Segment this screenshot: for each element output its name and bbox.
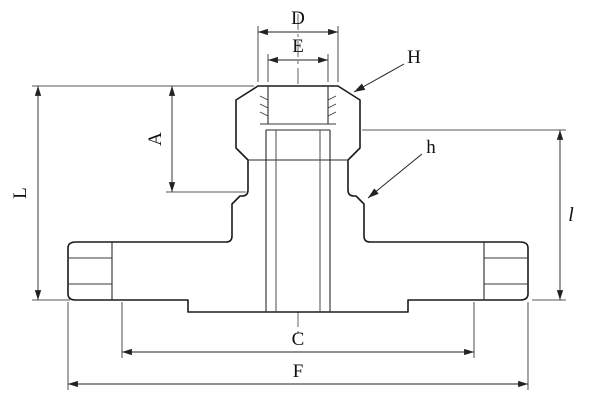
dim-label-nut-height: A <box>145 132 166 146</box>
callout-h: h <box>367 137 436 199</box>
dimension-A: A <box>145 86 246 193</box>
nut-internal-detail <box>248 86 348 161</box>
tube-bore-lines <box>265 129 331 312</box>
callout-label-nut: H <box>407 47 421 68</box>
dim-label-top-outer-width: D <box>291 8 305 29</box>
dim-label-bolt-circle-width: C <box>292 329 305 350</box>
dim-label-overall-height: L <box>10 187 31 199</box>
dimension-L: L <box>10 85 254 301</box>
callout-H: H <box>353 47 421 93</box>
dim-label-top-inner-width: E <box>292 36 304 57</box>
flange-hub-lines <box>68 242 528 300</box>
dimension-F: F <box>67 302 529 390</box>
part-outline <box>67 85 529 313</box>
dim-label-overall-width: F <box>293 361 304 382</box>
dimension-D: D <box>257 8 339 82</box>
dim-label-tube-length: l <box>568 204 574 226</box>
callout-label-step: h <box>426 137 436 158</box>
dimension-l: l <box>362 129 574 301</box>
dimension-C: C <box>121 302 475 358</box>
dimension-E: E <box>267 36 329 82</box>
